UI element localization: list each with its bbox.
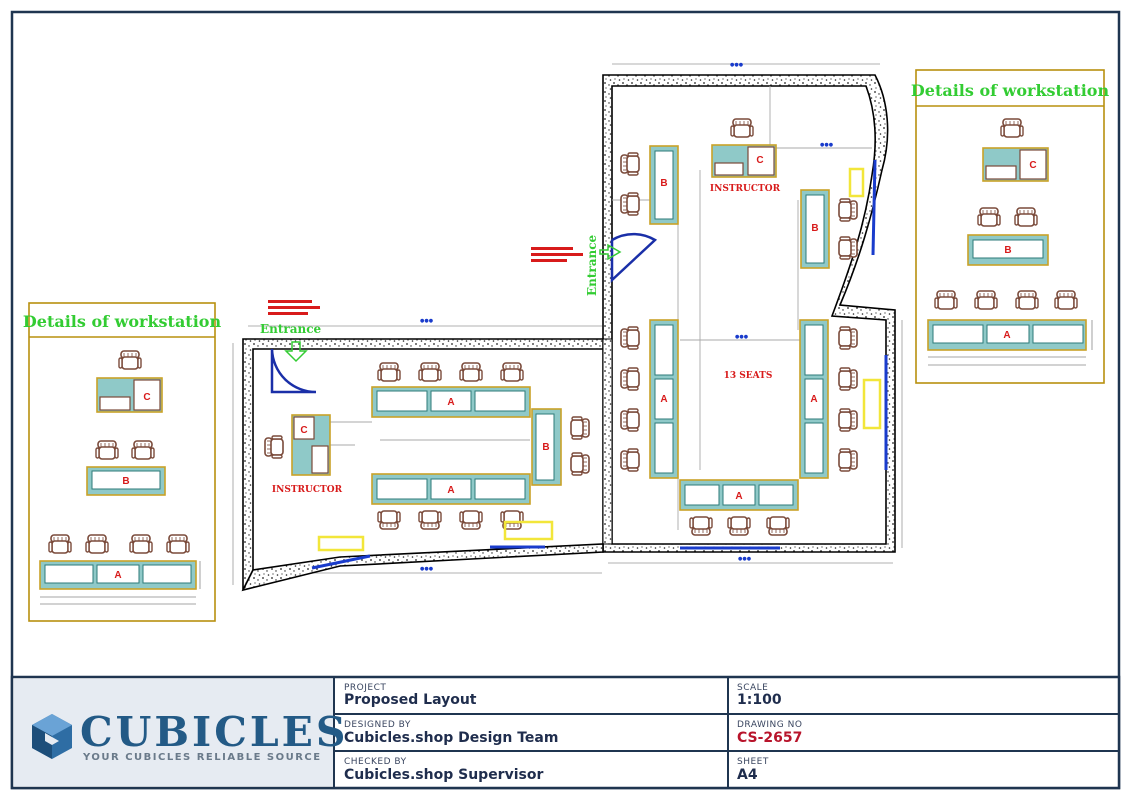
- logo-wordmark: CUBICLES: [80, 708, 349, 756]
- svg-text:●●●: ●●●: [420, 566, 434, 572]
- svg-text:●●●: ●●●: [730, 62, 744, 68]
- checked-by-label: CHECKED BY: [344, 757, 407, 767]
- scale-label: SCALE: [737, 683, 769, 693]
- entrance-label-left: Entrance: [260, 322, 322, 336]
- desk-label-a: A: [1003, 330, 1010, 341]
- details-panel-left: Details of workstation C B A: [23, 302, 222, 622]
- scale-value: 1:100: [737, 692, 782, 708]
- svg-text:●●●: ●●●: [738, 556, 752, 562]
- desk-label-b: B: [1004, 245, 1011, 256]
- project-value: Proposed Layout: [344, 692, 477, 708]
- svg-text:●●●: ●●●: [420, 318, 434, 324]
- floor-plan: Entrance Entrance ●●● ●●●: [232, 62, 903, 592]
- sheet-value: A4: [737, 767, 758, 783]
- desk-label-a: A: [447, 485, 454, 496]
- instructor-label-right: INSTRUCTOR: [710, 184, 781, 194]
- desk-label-a: A: [660, 394, 667, 405]
- details-title-left: Details of workstation: [23, 312, 222, 331]
- red-note: [268, 247, 583, 315]
- project-label: PROJECT: [344, 683, 387, 693]
- drawing-no-label: DRAWING NO: [737, 720, 803, 730]
- desk-label-b: B: [811, 223, 818, 234]
- seats-label: 13 SEATS: [724, 371, 773, 381]
- svg-text:●●●: ●●●: [820, 142, 834, 148]
- desk-label-c: C: [756, 155, 763, 166]
- cubicles-logo-icon: [32, 714, 72, 759]
- desk-label-b: B: [660, 178, 667, 189]
- checked-by-value: Cubicles.shop Supervisor: [344, 767, 544, 783]
- title-block: [10, 675, 1121, 790]
- desk-label-c: C: [1029, 160, 1036, 171]
- desk-label-c: C: [143, 392, 150, 403]
- desk-label-b: B: [542, 442, 549, 453]
- drawing-no-value: CS-2657: [737, 730, 803, 746]
- designed-by-value: Cubicles.shop Design Team: [344, 730, 559, 746]
- desk-label-a: A: [735, 491, 742, 502]
- instructor-label-left: INSTRUCTOR: [272, 485, 343, 495]
- desk-label-a: A: [114, 570, 121, 581]
- desk-label-c: C: [300, 425, 307, 436]
- desk-label-a: A: [447, 397, 454, 408]
- svg-text:●●●: ●●●: [735, 334, 749, 340]
- details-title-right: Details of workstation: [911, 81, 1110, 100]
- logo-tagline: YOUR CUBICLES RELIABLE SOURCE: [83, 752, 322, 763]
- details-panel-right: Details of workstation C B A: [911, 69, 1110, 384]
- entrance-label-right: Entrance: [585, 234, 599, 296]
- designed-by-label: DESIGNED BY: [344, 720, 411, 730]
- desk-label-b: B: [122, 476, 129, 487]
- sheet-label: SHEET: [737, 757, 769, 767]
- desk-label-a: A: [810, 394, 817, 405]
